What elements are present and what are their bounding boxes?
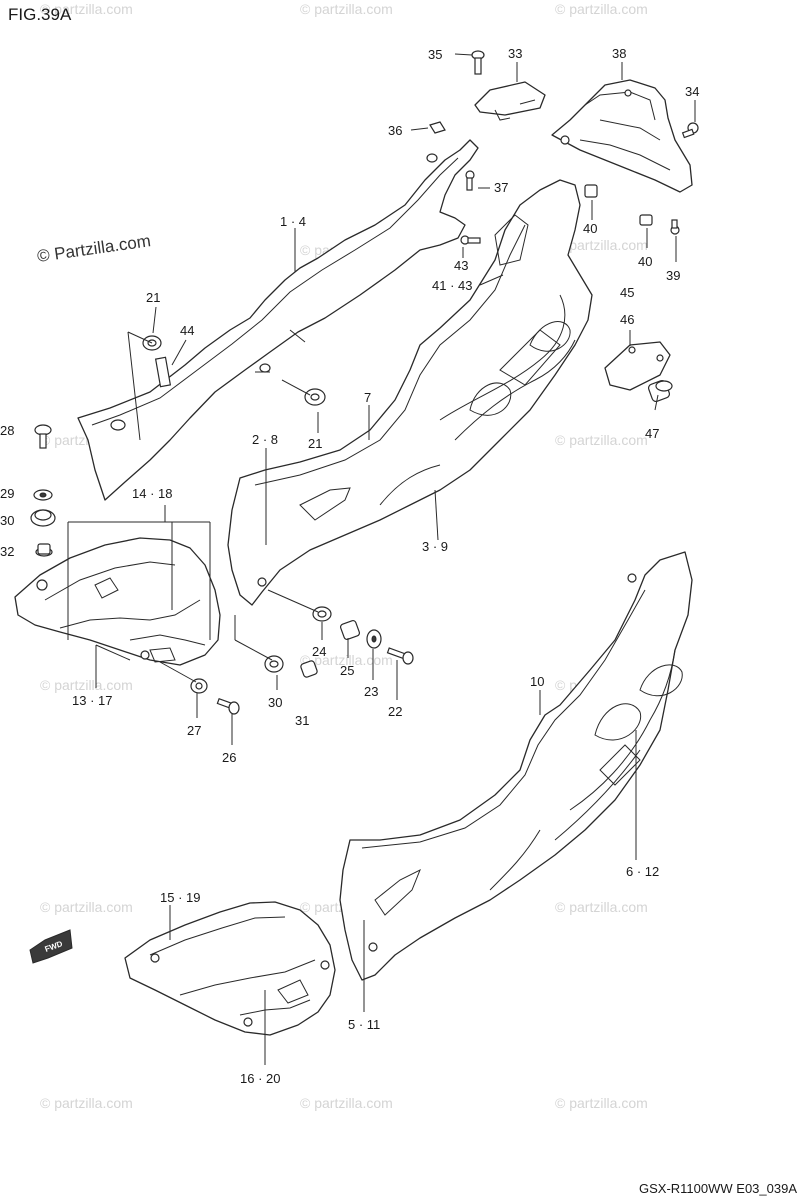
callout-10: 10	[530, 674, 544, 689]
callout-labels: 35 33 38 34 36 37 1 · 4 40 40 39 43 41 ·…	[0, 46, 699, 1086]
part-39-screw	[670, 219, 680, 235]
callout-39: 39	[666, 268, 680, 283]
watermark: © partzilla.com	[40, 1095, 133, 1111]
callout-40a: 40	[583, 221, 597, 236]
callout-44: 44	[180, 323, 194, 338]
watermark: © partzilla.com	[555, 237, 648, 253]
part-27-grommet	[190, 678, 208, 694]
watermark: © partzilla.com	[300, 652, 393, 668]
watermark: © partzilla.com	[300, 1, 393, 17]
callout-43: 43	[454, 258, 468, 273]
callout-38: 38	[612, 46, 626, 61]
model-code: GSX-R1100WW E03_039A	[639, 1181, 797, 1196]
part-29-washer	[33, 489, 53, 501]
callout-21b: 21	[308, 436, 322, 451]
part-28-screw	[34, 424, 52, 449]
part-lower-panel-front	[124, 901, 336, 1036]
watermark: © partzilla.com	[40, 899, 133, 915]
callout-34: 34	[685, 84, 699, 99]
part-44-label	[154, 356, 172, 388]
part-25-collar	[339, 619, 361, 641]
part-35-bolt	[471, 50, 485, 75]
watermark: © partzilla.com	[40, 1, 133, 17]
callout-27: 27	[187, 723, 201, 738]
callout-47: 47	[645, 426, 659, 441]
figure-title: FIG.39A	[8, 5, 72, 24]
callout-2-8: 2 · 8	[252, 432, 278, 447]
part-38-grab-rail	[551, 79, 693, 193]
leader-lines	[67, 53, 696, 1065]
callout-30a: 30	[0, 513, 14, 528]
callout-1-4: 1 · 4	[280, 214, 306, 229]
part-36-clip	[429, 121, 446, 134]
callout-31: 31	[295, 713, 309, 728]
part-43-bolt	[460, 235, 481, 245]
callout-41-43: 41 · 43	[432, 278, 472, 293]
callout-36: 36	[388, 123, 402, 138]
part-24-grommet	[312, 606, 332, 622]
callout-29: 29	[0, 486, 14, 501]
fwd-arrow-icon: FWD	[29, 929, 73, 964]
part-frame-cover-upper	[77, 139, 479, 501]
watermark-main: © Partzilla.com	[36, 231, 152, 266]
callout-22: 22	[388, 704, 402, 719]
callout-7: 7	[364, 390, 371, 405]
part-21-grommet	[142, 335, 326, 406]
part-side-cover-lower	[339, 551, 693, 981]
callout-24: 24	[312, 644, 326, 659]
callout-14-18: 14 · 18	[132, 486, 172, 501]
part-side-cover-upper	[227, 179, 593, 606]
callout-13-17: 13 · 17	[72, 693, 112, 708]
callout-3-9: 3 · 9	[422, 539, 448, 554]
part-33-bracket	[474, 81, 546, 121]
watermark: © partzilla.com	[555, 432, 648, 448]
watermark: © partzilla.com	[555, 1, 648, 17]
callout-45: 45	[620, 285, 634, 300]
part-22-bolt	[386, 647, 414, 665]
part-lower-panel-left	[14, 537, 221, 666]
callout-30b: 30	[268, 695, 282, 710]
callout-6-12: 6 · 12	[626, 864, 659, 879]
callout-33: 33	[508, 46, 522, 61]
part-26-screw	[216, 697, 240, 715]
part-30-grommet	[30, 509, 56, 527]
part-23-washer	[366, 629, 382, 649]
callout-46: 46	[620, 312, 634, 327]
watermark: © partzilla.com	[555, 899, 648, 915]
callout-5-11: 5 · 11	[348, 1017, 380, 1032]
callout-37: 37	[494, 180, 508, 195]
part-34-screw	[681, 122, 699, 139]
callout-40b: 40	[638, 254, 652, 269]
part-32-collar	[35, 543, 53, 557]
part-31-collar	[300, 660, 318, 678]
part-47-collar	[647, 379, 673, 403]
callout-23: 23	[364, 684, 378, 699]
callout-16-20: 16 · 20	[240, 1071, 280, 1086]
watermark: © partzilla.com	[300, 1095, 393, 1111]
callout-32: 32	[0, 544, 14, 559]
part-37-screw	[465, 170, 475, 191]
callout-21a: 21	[146, 290, 160, 305]
callout-15-19: 15 · 19	[160, 890, 200, 905]
part-46-damper	[604, 341, 671, 391]
callout-35: 35	[428, 47, 442, 62]
watermark: © partzilla.com	[555, 1095, 648, 1111]
watermark: © partzilla.com	[40, 677, 133, 693]
part-40-clip	[584, 184, 653, 226]
part-30-grommet-center	[264, 655, 284, 673]
callout-28: 28	[0, 423, 14, 438]
callout-26: 26	[222, 750, 236, 765]
callout-25: 25	[340, 663, 354, 678]
